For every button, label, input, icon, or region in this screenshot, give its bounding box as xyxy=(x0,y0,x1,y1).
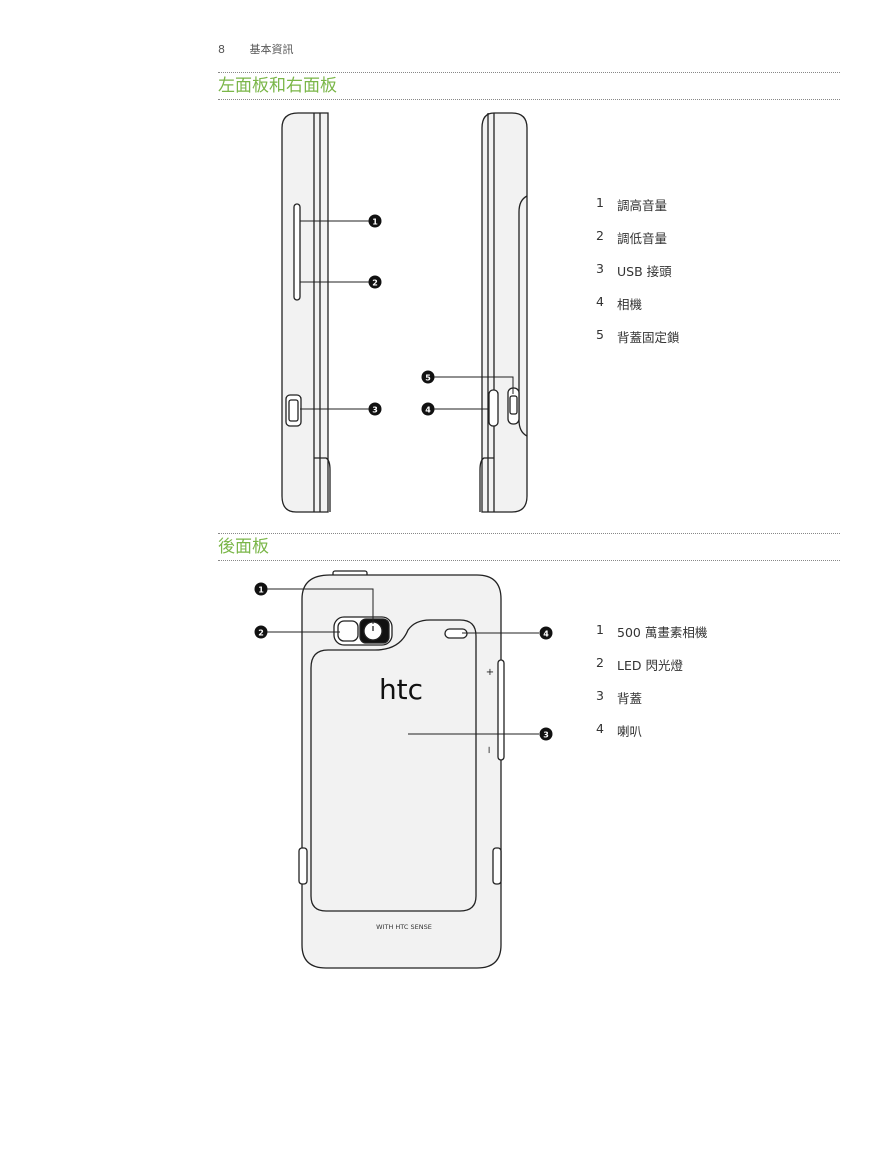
callout-side-2: 2 xyxy=(368,275,382,289)
legend-number: 4 xyxy=(596,294,604,309)
callout-back-2: 2 xyxy=(254,625,268,639)
callout-back-4-label: 4 xyxy=(543,630,549,639)
legend-item: 3 背蓋 xyxy=(596,688,707,721)
callout-back-1-label: 1 xyxy=(258,586,264,595)
callout-back-4: 4 xyxy=(539,626,553,640)
callout-back-1: 1 xyxy=(254,582,268,596)
legend-number: 3 xyxy=(596,261,604,276)
legend-item: 2 調低音量 xyxy=(596,228,680,261)
callout-side-1: 1 xyxy=(368,214,382,228)
phone-back-body xyxy=(298,570,505,969)
callout-side-4-label: 4 xyxy=(425,406,431,415)
back-leader-lines xyxy=(267,588,539,735)
legend-label: 調低音量 xyxy=(617,231,668,246)
legend-number: 4 xyxy=(596,721,604,736)
legend-label: 背蓋固定鎖 xyxy=(617,330,680,345)
legend-number: 5 xyxy=(596,327,604,342)
callout-side-5: 5 xyxy=(421,370,435,384)
legend-label: LED 閃光燈 xyxy=(617,658,683,673)
legend-number: 2 xyxy=(596,228,604,243)
section-title-side-text: 左面板和右面板 xyxy=(218,76,337,96)
legend-label: 背蓋 xyxy=(617,691,643,706)
callout-back-2-label: 2 xyxy=(258,629,264,638)
legend-item: 4 喇叭 xyxy=(596,721,707,754)
callout-side-1-label: 1 xyxy=(372,218,378,227)
page-number: 8 xyxy=(218,43,225,56)
legend-number: 1 xyxy=(596,195,604,210)
section-title-side-panels: 左面板和右面板 xyxy=(218,72,840,100)
chapter-title: 基本資訊 xyxy=(249,43,294,56)
legend-number: 1 xyxy=(596,622,604,637)
side-panel-legend: 1 調高音量 2 調低音量 3 USB 接頭 4 相機 5 背蓋固定鎖 xyxy=(596,195,680,360)
legend-label: USB 接頭 xyxy=(617,264,672,279)
legend-label: 調高音量 xyxy=(617,198,668,213)
page-header: 8 基本資訊 xyxy=(218,41,294,57)
volume-plus-mark: + xyxy=(486,667,494,678)
legend-label: 相機 xyxy=(617,297,643,312)
legend-label: 喇叭 xyxy=(617,724,643,739)
back-panel-legend: 1 500 萬畫素相機 2 LED 閃光燈 3 背蓋 4 喇叭 xyxy=(596,622,707,754)
htc-sense-tagline: WITH HTC SENSE xyxy=(376,923,432,931)
legend-item: 1 調高音量 xyxy=(596,195,680,228)
callout-side-2-label: 2 xyxy=(372,279,378,288)
legend-label: 500 萬畫素相機 xyxy=(617,625,708,640)
callout-side-3: 3 xyxy=(368,402,382,416)
callout-back-3: 3 xyxy=(539,727,553,741)
volume-minus-mark: − xyxy=(483,746,494,754)
section-title-back-panel: 後面板 xyxy=(218,533,840,561)
legend-item: 4 相機 xyxy=(596,294,680,327)
legend-number: 2 xyxy=(596,655,604,670)
legend-item: 3 USB 接頭 xyxy=(596,261,680,294)
htc-logo: htc xyxy=(379,673,423,706)
legend-number: 3 xyxy=(596,688,604,703)
side-leader-lines xyxy=(300,220,514,410)
callout-side-3-label: 3 xyxy=(372,406,378,415)
left-phone-profile xyxy=(281,112,331,513)
callout-side-5-label: 5 xyxy=(425,374,431,383)
legend-item: 5 背蓋固定鎖 xyxy=(596,327,680,360)
legend-item: 2 LED 閃光燈 xyxy=(596,655,707,688)
callout-back-3-label: 3 xyxy=(543,731,549,740)
legend-item: 1 500 萬畫素相機 xyxy=(596,622,707,655)
right-phone-profile xyxy=(479,112,528,513)
callout-side-4: 4 xyxy=(421,402,435,416)
section-title-back-text: 後面板 xyxy=(218,537,269,557)
